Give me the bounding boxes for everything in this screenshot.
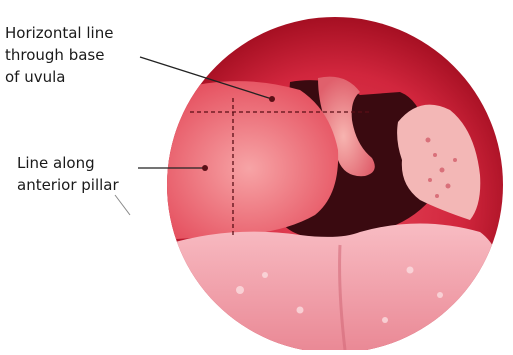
- tongue: [165, 224, 505, 351]
- label-horizontal-line: Horizontal line through base of uvula: [5, 22, 155, 88]
- leader-anterior-dot: [202, 165, 208, 171]
- pen-stroke-mark: [115, 195, 130, 215]
- label-line: of uvula: [5, 66, 155, 88]
- label-line: through base: [5, 44, 155, 66]
- label-line: Line along: [17, 152, 147, 174]
- leader-horizontal-dot: [269, 96, 275, 102]
- label-anterior-pillar: Line along anterior pillar: [17, 152, 147, 196]
- tonsil-left: [160, 81, 338, 240]
- label-line: anterior pillar: [17, 174, 147, 196]
- label-line: Horizontal line: [5, 22, 155, 44]
